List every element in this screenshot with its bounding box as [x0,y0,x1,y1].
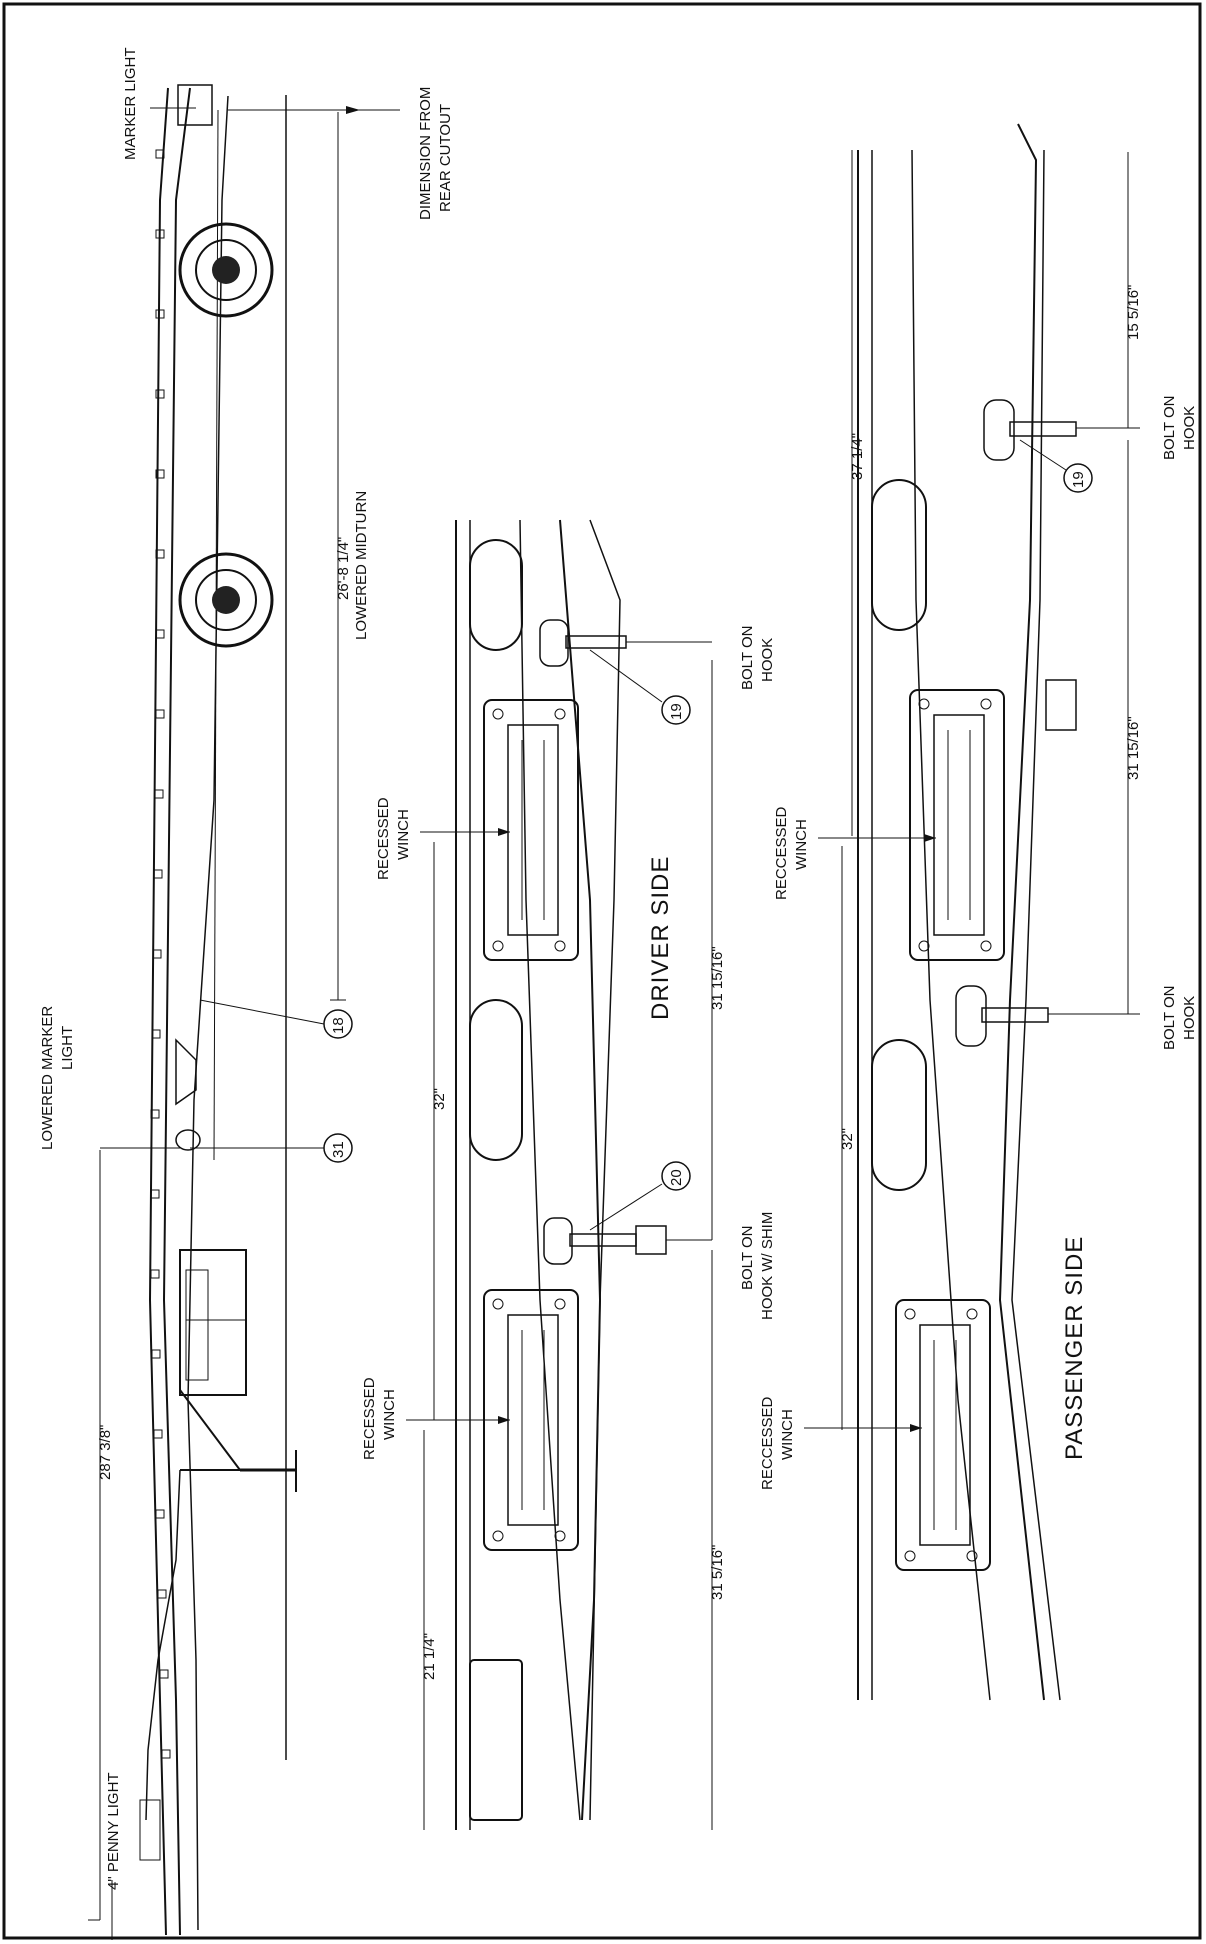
lowered-marker-label-line2: LIGHT [59,1026,76,1070]
passenger-hook-top-label-2: HOOK [1181,406,1198,450]
driver-dim-31-15: 31 15/16" [709,946,726,1010]
driver-hook-shim-label-2: HOOK W/ SHIM [759,1212,776,1320]
passenger-side-view: 37 1/4" 32" RECCESSED WINCH RECCESSED WI… [759,123,1198,1701]
driver-callout-19: 19 [668,703,685,720]
driver-winch-upper-label-2: WINCH [395,809,412,860]
front-wheel-icon [178,552,274,648]
callout-18: 18 [330,1017,347,1034]
dim-rear-cutout-line2: REAR CUTOUT [437,104,454,212]
driver-hook-label-2: HOOK [759,638,776,682]
rear-wheel-icon [178,222,274,318]
driver-callout-20: 20 [668,1169,685,1186]
driver-hook-shim-label-1: BOLT ON [739,1226,756,1290]
driver-winch-lower-label-2: WINCH [381,1389,398,1440]
driver-hook-upper [539,619,627,667]
passenger-hook-top-label-1: BOLT ON [1161,396,1178,460]
passenger-hook-mid [955,985,1049,1047]
passenger-dim-31-15: 31 15/16" [1125,716,1142,780]
passenger-winch-upper [909,689,1005,961]
passenger-winch-lower-label-1: RECCESSED [759,1396,776,1490]
passenger-hook-mid-label-2: HOOK [1181,996,1198,1040]
lowered-midturn-label: LOWERED MIDTURN [353,491,370,640]
dim-rear-cutout-line1: DIMENSION FROM [417,87,434,220]
lowered-marker-label-line1: LOWERED MARKER [39,1006,56,1150]
passenger-slot-upper [871,479,927,631]
lowered-midturn-dim: 26'-8 1/4" [335,537,352,600]
stake-pockets [150,149,171,1759]
slot-middle [469,999,523,1161]
driver-dim-32: 32" [431,1088,448,1110]
lowered-marker-light-icon [175,1129,201,1151]
passenger-slot-middle [871,1039,927,1191]
driver-dim-21: 21 1/4" [421,1633,438,1680]
passenger-side-title: PASSENGER SIDE [1061,1236,1088,1460]
driver-side-title: DRIVER SIDE [647,856,674,1020]
driver-side-view: RECESSED WINCH RECESSED WINCH 32" 21 1/4… [361,519,776,1830]
landing-gear [179,1389,297,1492]
passenger-dim-32: 32" [839,1128,856,1150]
marker-light-label: MARKER LIGHT [122,47,139,160]
passenger-winch-upper-label-1: RECCESSED [773,806,790,900]
slot-upper [469,539,523,651]
driver-winch-lower-label-1: RECESSED [361,1377,378,1460]
passenger-winch-upper-label-2: WINCH [793,819,810,870]
driver-winch-upper-label-1: RECESSED [375,797,392,880]
slot-lower [469,1659,523,1821]
toolbox [179,1249,247,1396]
dim-287: 287 3/8" [97,1425,114,1480]
passenger-dim-15: 15 5/16" [1125,285,1142,340]
passenger-hook-mid-label-1: BOLT ON [1161,986,1178,1050]
penny-light-label: 4" PENNY LIGHT [105,1772,122,1890]
overall-trailer-view: MARKER LIGHT DIMENSION FROM REAR CUTOUT … [39,47,454,1940]
passenger-dim-37: 37 1/4" [849,433,866,480]
passenger-hook-top [983,399,1077,461]
rear-cutout [177,84,213,126]
driver-dim-31-5: 31 5/16" [709,1545,726,1600]
callout-31: 31 [330,1141,347,1158]
passenger-winch-lower [895,1299,991,1571]
driver-hook-shim [543,1217,667,1265]
passenger-winch-lower-label-2: WINCH [779,1409,796,1460]
passenger-callout-19: 19 [1070,471,1087,488]
driver-winch-upper [483,699,579,961]
driver-hook-label-1: BOLT ON [739,626,756,690]
